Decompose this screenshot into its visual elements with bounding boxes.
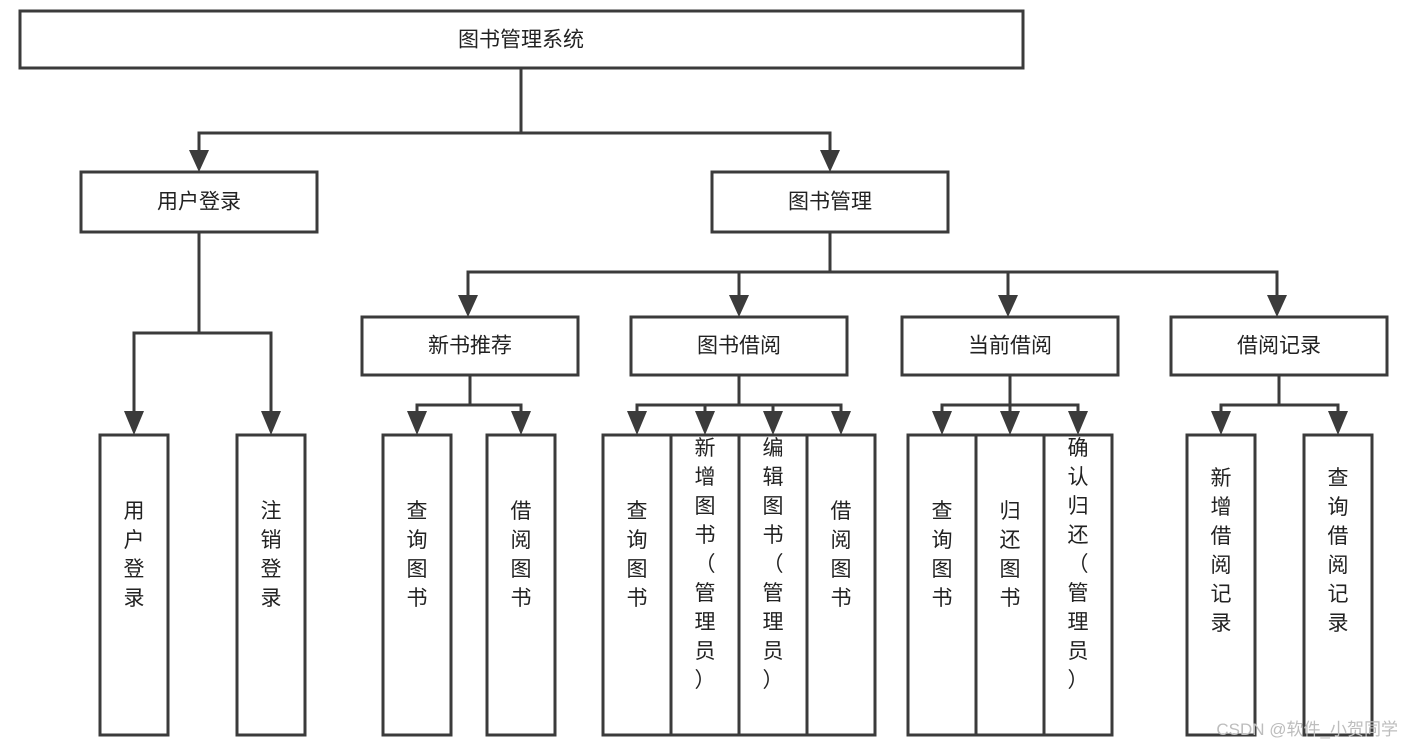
- leaf-query-book-1[interactable]: 查询图书: [381, 433, 453, 737]
- node-borrow-record[interactable]: 借阅记录: [1169, 315, 1389, 377]
- arrow-bm-to-current-borrow: [998, 295, 1018, 317]
- arrow-bb-leaf-2: [695, 411, 715, 435]
- node-root-label: 图书管理系统: [458, 29, 584, 52]
- node-root[interactable]: 图书管理系统: [18, 9, 1025, 70]
- arrow-nbr-leaf-1: [407, 411, 427, 435]
- watermark-label: CSDN @软件_小贺同学: [1216, 720, 1398, 739]
- leaf-query-record-box[interactable]: [1302, 433, 1374, 737]
- leaf-logout-login[interactable]: 注销登录: [235, 433, 307, 737]
- leaf-user-login-label: 用户登录: [124, 500, 145, 610]
- leaf-add-book[interactable]: 新增图书（管理员）: [669, 433, 741, 737]
- arrow-root-to-book-manage: [820, 150, 840, 172]
- leaf-logout-login-label: 注销登录: [261, 500, 282, 610]
- arrow-cb-leaf-2: [1000, 411, 1020, 435]
- node-user-login-box[interactable]: [79, 170, 319, 234]
- leaf-user-login-box[interactable]: [98, 433, 170, 737]
- leaf-borrow-book-1-box[interactable]: [485, 433, 557, 737]
- connector-layer: [124, 66, 1348, 435]
- arrow-nbr-leaf-2: [511, 411, 531, 435]
- leaf-borrow-book-2-label: 借阅图书: [831, 500, 852, 610]
- node-new-book-recommend-label: 新书推荐: [428, 335, 512, 358]
- leaf-query-book-3[interactable]: 查询图书: [906, 433, 978, 737]
- leaf-query-book-2-label: 查询图书: [627, 500, 648, 610]
- leaf-return-book-label: 归还图书: [1000, 500, 1021, 610]
- arrow-cb-leaf-1: [932, 411, 952, 435]
- node-book-borrow-box[interactable]: [629, 315, 849, 377]
- arrow-bm-to-borrow-record: [1267, 295, 1287, 317]
- arrow-bm-to-book-borrow: [729, 295, 749, 317]
- leaf-add-book-label: 新增图书（管理员）: [695, 437, 716, 692]
- leaf-add-record[interactable]: 新增借阅记录: [1185, 433, 1257, 737]
- leaf-confirm-return-label: 确认归还（管理员）: [1068, 437, 1089, 692]
- node-current-borrow-label: 当前借阅: [968, 335, 1052, 358]
- leaf-query-book-2[interactable]: 查询图书: [601, 433, 673, 737]
- node-new-book-recommend[interactable]: 新书推荐: [360, 315, 580, 377]
- leaf-query-record-label: 查询借阅记录: [1328, 467, 1349, 635]
- node-root-box[interactable]: [18, 9, 1025, 70]
- node-book-borrow-label: 图书借阅: [697, 335, 781, 358]
- node-book-manage-label: 图书管理: [788, 191, 872, 214]
- arrow-bb-leaf-1: [627, 411, 647, 435]
- node-current-borrow-box[interactable]: [900, 315, 1120, 377]
- leaf-user-login[interactable]: 用户登录: [98, 433, 170, 737]
- node-borrow-record-box[interactable]: [1169, 315, 1389, 377]
- leaf-edit-book[interactable]: 编辑图书（管理员）: [737, 433, 809, 737]
- arrow-user-login-leaf-1: [124, 411, 144, 435]
- leaf-add-book-box[interactable]: [669, 433, 741, 737]
- leaf-borrow-book-2[interactable]: 借阅图书: [805, 433, 877, 737]
- leaf-query-book-2-box[interactable]: [601, 433, 673, 737]
- leaf-add-record-label: 新增借阅记录: [1211, 467, 1232, 635]
- leaf-confirm-return-box[interactable]: [1042, 433, 1114, 737]
- arrow-bb-leaf-4: [831, 411, 851, 435]
- leaf-query-record[interactable]: 查询借阅记录: [1302, 433, 1374, 737]
- leaf-query-book-1-label: 查询图书: [407, 500, 428, 610]
- leaf-query-book-3-box[interactable]: [906, 433, 978, 737]
- leaf-borrow-book-1-label: 借阅图书: [511, 500, 532, 610]
- arrow-br-leaf-1: [1211, 411, 1231, 435]
- node-user-login-label: 用户登录: [157, 191, 241, 214]
- arrow-cb-leaf-3: [1068, 411, 1088, 435]
- arrow-br-leaf-2: [1328, 411, 1348, 435]
- leaf-query-book-3-label: 查询图书: [932, 500, 953, 610]
- leaf-borrow-book-2-box[interactable]: [805, 433, 877, 737]
- leaf-logout-login-box[interactable]: [235, 433, 307, 737]
- node-borrow-record-label: 借阅记录: [1237, 335, 1321, 358]
- arrow-root-to-user-login: [189, 150, 209, 172]
- arrow-bb-leaf-3: [763, 411, 783, 435]
- leaf-return-book[interactable]: 归还图书: [974, 433, 1046, 737]
- leaf-confirm-return[interactable]: 确认归还（管理员）: [1042, 433, 1114, 737]
- leaf-return-book-box[interactable]: [974, 433, 1046, 737]
- node-current-borrow[interactable]: 当前借阅: [900, 315, 1120, 377]
- node-new-book-recommend-box[interactable]: [360, 315, 580, 377]
- leaf-borrow-book-1[interactable]: 借阅图书: [485, 433, 557, 737]
- node-user-login[interactable]: 用户登录: [79, 170, 319, 234]
- arrow-user-login-leaf-2: [261, 411, 281, 435]
- leaf-edit-book-label: 编辑图书（管理员）: [763, 437, 784, 692]
- node-book-borrow[interactable]: 图书借阅: [629, 315, 849, 377]
- arrow-bm-to-new-book: [458, 295, 478, 317]
- node-book-manage[interactable]: 图书管理: [710, 170, 950, 234]
- leaf-add-record-box[interactable]: [1185, 433, 1257, 737]
- leaf-query-book-1-box[interactable]: [381, 433, 453, 737]
- node-book-manage-box[interactable]: [710, 170, 950, 234]
